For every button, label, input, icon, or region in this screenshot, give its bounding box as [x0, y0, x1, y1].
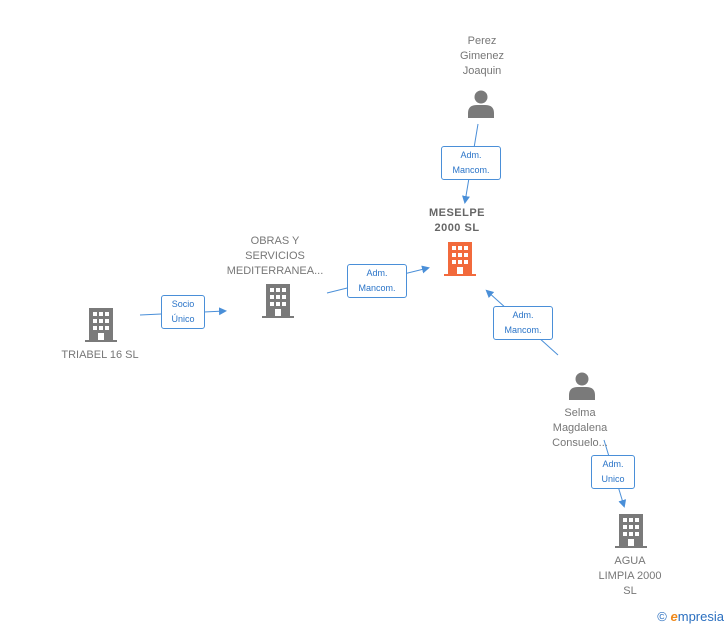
edge-label-line: Adm.: [512, 310, 534, 320]
node-label-line: MESELPE: [428, 207, 486, 219]
node-obras[interactable]: OBRAS Y SERVICIOS MEDITERRANEA...: [215, 234, 335, 279]
edge-label-perez-meselpe[interactable]: Adm. Mancom.: [441, 146, 501, 180]
edge-label-selma-agua[interactable]: Adm. Unico: [591, 455, 635, 489]
node-label-line: LIMPIA 2000: [598, 570, 662, 582]
node-triabel[interactable]: TRIABEL 16 SL: [45, 348, 155, 363]
edge-label-obras-meselpe[interactable]: Adm. Mancom.: [347, 264, 407, 298]
copyright-icon: ©: [657, 609, 667, 624]
edge-label-line: Adm.: [460, 150, 482, 160]
node-label-line: Selma: [564, 407, 596, 419]
node-label-line: Magdalena: [552, 422, 608, 434]
node-perez[interactable]: Perez Gimenez Joaquin: [432, 34, 532, 79]
edge-label-line: Mancom.: [452, 165, 490, 175]
edge-label-line: Único: [171, 314, 195, 324]
brand-name: mpresia: [677, 609, 724, 624]
node-selma[interactable]: Selma Magdalena Consuelo...: [530, 406, 630, 451]
edge-label-line: Unico: [601, 474, 625, 484]
node-label-line: OBRAS Y: [250, 235, 300, 247]
node-agua[interactable]: AGUA LIMPIA 2000 SL: [580, 554, 680, 599]
edge-label-line: Mancom.: [358, 283, 396, 293]
node-label-line: AGUA: [614, 555, 646, 567]
node-label-line: Perez: [467, 35, 497, 47]
edge-label-line: Adm.: [366, 268, 388, 278]
building-icon[interactable]: [444, 242, 476, 276]
node-label-line: Joaquin: [462, 65, 502, 77]
edge-label-line: Mancom.: [504, 325, 542, 335]
building-icon[interactable]: [262, 284, 294, 318]
building-icon[interactable]: [615, 514, 647, 548]
person-icon[interactable]: [567, 370, 597, 400]
edge-label-selma-meselpe[interactable]: Adm. Mancom.: [493, 306, 553, 340]
person-icon[interactable]: [466, 88, 496, 118]
building-icon[interactable]: [85, 308, 117, 342]
node-label-line: 2000 SL: [434, 222, 480, 234]
node-label-line: TRIABEL 16 SL: [61, 349, 139, 361]
node-meselpe[interactable]: MESELPE 2000 SL: [407, 206, 507, 236]
node-label-line: SERVICIOS: [245, 250, 305, 262]
node-label-line: Gimenez: [459, 50, 505, 62]
node-label-line: Consuelo...: [552, 437, 608, 449]
node-label-line: MEDITERRANEA...: [226, 265, 324, 277]
brand-e: e: [670, 609, 678, 624]
edge-label-line: Socio: [171, 299, 195, 309]
brand-logo: © empresia: [657, 609, 724, 624]
edge-label-triabel-obras[interactable]: Socio Único: [161, 295, 205, 329]
edge-label-line: Adm.: [602, 459, 624, 469]
node-label-line: SL: [623, 585, 637, 597]
